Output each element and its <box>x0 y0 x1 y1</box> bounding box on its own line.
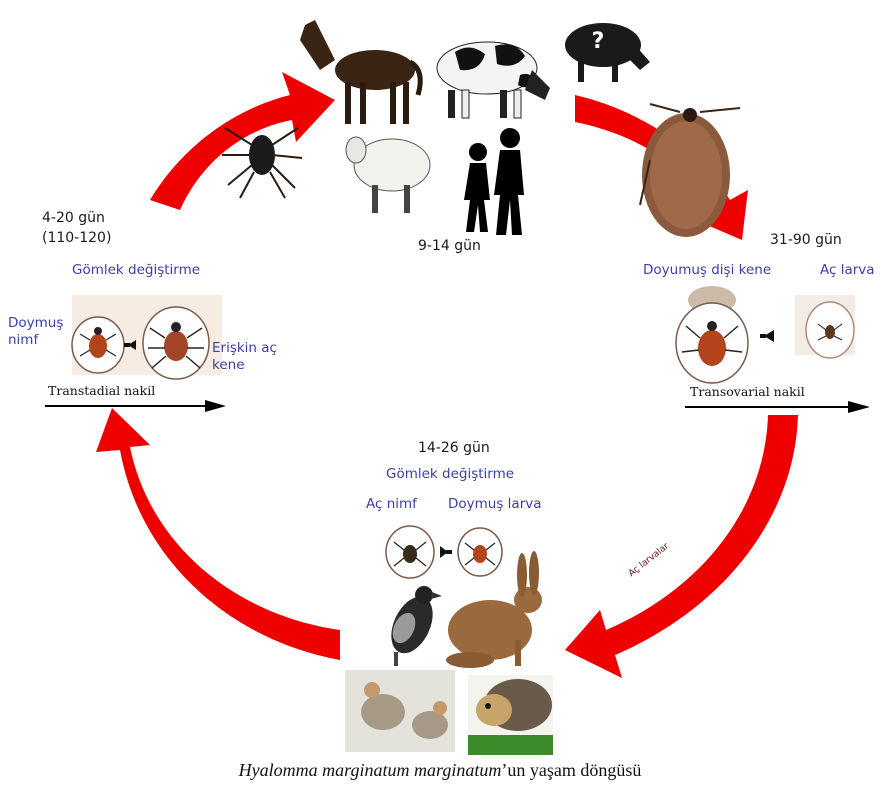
right-days: 31-90 gün <box>770 232 842 248</box>
left-to-label-2: kene <box>212 357 245 373</box>
arrow-left-to-top <box>150 72 335 210</box>
engorged-female-label: Doyumuş dişi kene <box>643 262 771 278</box>
left-from-label-1: Doymuş <box>8 315 63 331</box>
left-days: 4-20 gün <box>42 210 105 226</box>
left-molt-label: Gömlek değiştirme <box>72 262 200 278</box>
left-from-label-2: nimf <box>8 332 38 348</box>
arrow-right-to-bottom <box>565 415 798 678</box>
species-name: Hyalomma marginatum marginatum <box>239 760 502 780</box>
bottom-stage-panel <box>386 526 502 578</box>
arrow-bottom-to-left <box>96 408 340 660</box>
hedgehog-icon <box>468 675 553 755</box>
engorged-larva-label: Doymuş larva <box>448 496 542 512</box>
left-to-label-1: Erişkin aç <box>212 340 277 356</box>
transovarial-label: Transovarial nakil <box>690 384 805 399</box>
wild-boar-icon: ? <box>565 23 650 82</box>
transstadial-label: Transtadial nakil <box>48 383 155 398</box>
crow-icon <box>383 586 442 666</box>
caption-rest: ’un yaşam döngüsü <box>501 760 641 780</box>
hungry-larva-label: Aç larva <box>820 262 875 278</box>
sheep-icon <box>346 137 430 213</box>
hungry-nymph-label: Aç nimf <box>366 496 417 512</box>
partridge-icon <box>345 670 455 752</box>
cow-icon <box>437 42 550 118</box>
figure-caption: Hyalomma marginatum marginatum’un yaşam … <box>0 760 880 781</box>
left-days-alt: (110-120) <box>42 230 111 246</box>
host-feeding-days: 9-14 gün <box>418 238 481 254</box>
bottom-molt-label: Gömlek değiştirme <box>386 466 514 482</box>
svg-text:?: ? <box>592 29 605 54</box>
humans-icon <box>464 128 524 235</box>
bottom-days: 14-26 gün <box>418 440 490 456</box>
